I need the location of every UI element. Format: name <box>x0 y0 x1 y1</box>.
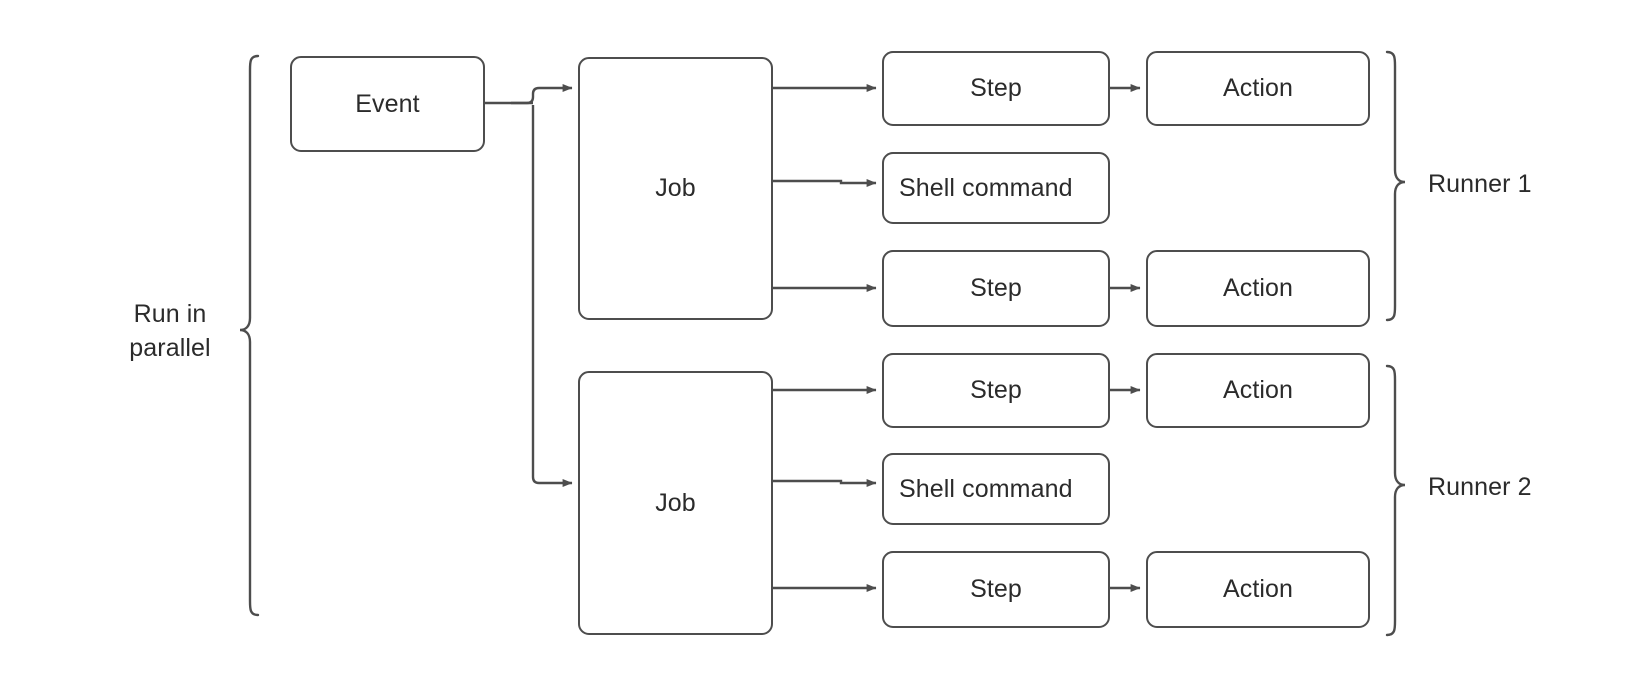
node-runner-2-job-label: Job <box>655 488 696 517</box>
node-runner-2-step-1[interactable]: Step <box>882 353 1110 428</box>
node-runner-1-action-1-label: Action <box>1222 74 1294 103</box>
connector-r1-job-to-shell <box>773 179 877 187</box>
run-in-parallel-brace <box>239 54 260 617</box>
node-runner-2-action-2[interactable]: Action <box>1146 551 1370 628</box>
node-runner-2-shell-command[interactable]: Shell command <box>882 453 1110 525</box>
node-runner-1-job-label: Job <box>655 174 696 203</box>
node-runner-2-job[interactable]: Job <box>578 371 773 635</box>
node-runner-2-shell-command-label: Shell command <box>899 474 1073 503</box>
connector-branch-to-job-2 <box>531 105 573 487</box>
node-runner-2-step-2[interactable]: Step <box>882 551 1110 628</box>
node-runner-2-step-2-label: Step <box>970 575 1022 604</box>
runner-1-label: Runner 1 <box>1428 170 1532 198</box>
node-runner-1-step-1-label: Step <box>970 74 1022 103</box>
node-runner-1-action-2[interactable]: Action <box>1146 250 1370 327</box>
node-runner-2-step-1-label: Step <box>970 376 1022 405</box>
node-runner-2-action-2-label: Action <box>1222 575 1294 604</box>
connector-branch-to-job-1 <box>511 84 573 105</box>
node-runner-1-step-1[interactable]: Step <box>882 51 1110 126</box>
node-event[interactable]: Event <box>290 56 485 152</box>
runner-2-label: Runner 2 <box>1428 473 1532 501</box>
run-in-parallel-label: Run in parallel <box>129 300 211 362</box>
node-event-label: Event <box>355 89 420 118</box>
node-runner-2-action-1[interactable]: Action <box>1146 353 1370 428</box>
node-runner-1-shell-command[interactable]: Shell command <box>882 152 1110 224</box>
node-runner-1-step-2-label: Step <box>970 274 1022 303</box>
node-runner-1-action-2-label: Action <box>1222 274 1294 303</box>
node-runner-1-shell-command-label: Shell command <box>899 173 1073 202</box>
node-runner-1-action-1[interactable]: Action <box>1146 51 1370 126</box>
connector-r2-job-to-shell <box>773 479 877 487</box>
node-runner-1-job[interactable]: Job <box>578 57 773 320</box>
node-runner-1-step-2[interactable]: Step <box>882 250 1110 327</box>
runner-2-brace <box>1385 364 1406 637</box>
runner-1-brace <box>1385 50 1406 322</box>
node-runner-2-action-1-label: Action <box>1222 376 1294 405</box>
